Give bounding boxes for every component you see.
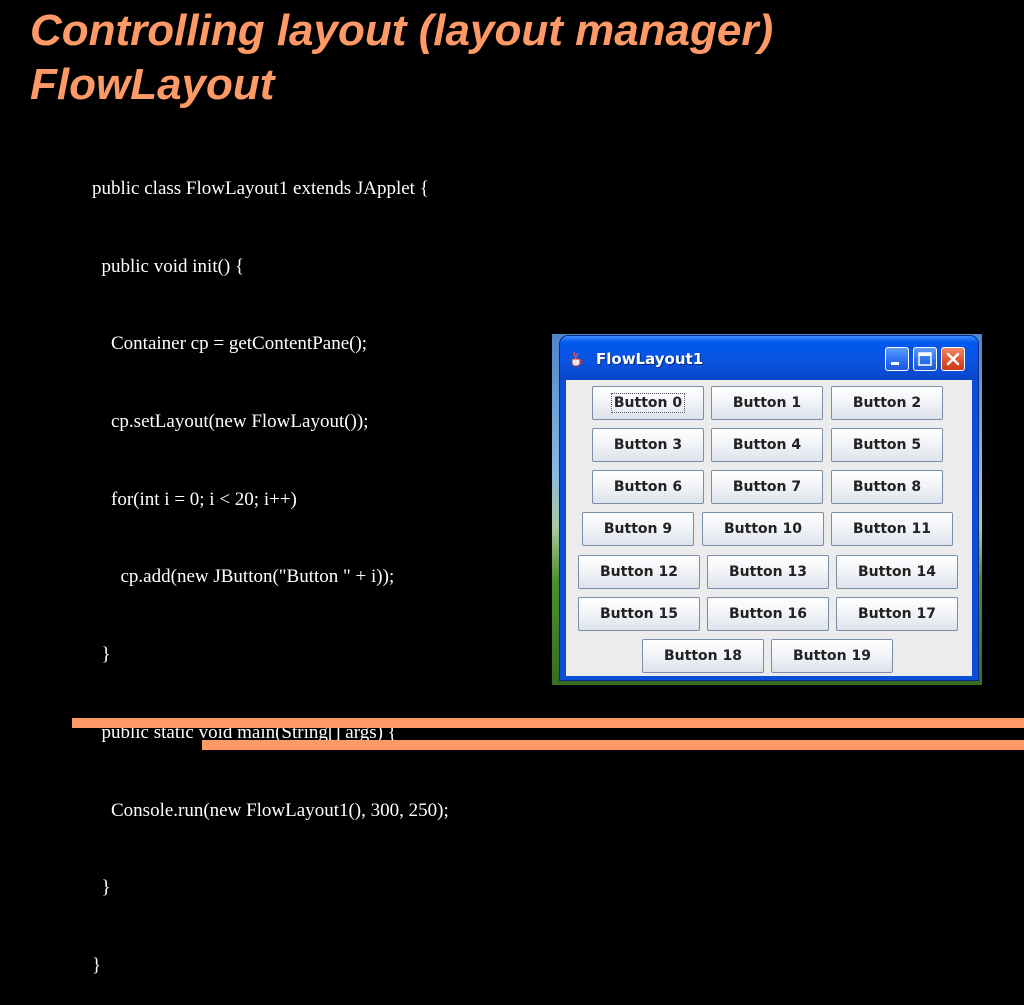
code-line: } [92,644,111,666]
title-bar[interactable]: FlowLayout1 [560,336,978,380]
maximize-button[interactable] [913,347,937,371]
code-line: public void init() { [92,255,245,277]
slide-title: Controlling layout (layout manager) Flow… [30,4,773,112]
button-18[interactable]: Button 18 [642,639,764,673]
button-4[interactable]: Button 4 [711,428,823,462]
code-line: public class FlowLayout1 extends JApplet… [92,177,429,199]
button-13-label: Button 13 [729,564,807,580]
button-6-label: Button 6 [613,479,683,495]
button-0-label: Button 0 [610,393,686,413]
app-window: FlowLayout1 Button 0 Button 1 [560,336,978,680]
button-16-label: Button 16 [729,606,807,622]
button-16[interactable]: Button 16 [707,597,829,631]
button-17[interactable]: Button 17 [836,597,958,631]
minimize-button[interactable] [885,347,909,371]
button-10[interactable]: Button 10 [702,512,824,546]
button-12[interactable]: Button 12 [578,555,700,589]
window-title: FlowLayout1 [596,350,704,368]
slide-title-line-1: Controlling layout (layout manager) [30,6,774,55]
button-9[interactable]: Button 9 [582,512,694,546]
button-0[interactable]: Button 0 [592,386,704,420]
content-pane: Button 0 Button 1 Button 2 Button 3 Butt… [566,380,972,676]
button-17-label: Button 17 [858,606,936,622]
button-1[interactable]: Button 1 [711,386,823,420]
button-6[interactable]: Button 6 [592,470,704,504]
button-8[interactable]: Button 8 [831,470,943,504]
close-button[interactable] [941,347,965,371]
code-line: cp.add(new JButton("Button " + i)); [92,566,395,588]
button-7[interactable]: Button 7 [711,470,823,504]
code-line: } [92,955,102,976]
button-14-label: Button 14 [858,564,936,580]
app-screenshot: FlowLayout1 Button 0 Button 1 [552,334,982,685]
slide-title-line-2: FlowLayout [30,60,275,109]
button-19-label: Button 19 [793,648,871,664]
button-19[interactable]: Button 19 [771,639,893,673]
accent-line [202,740,1024,750]
button-2[interactable]: Button 2 [831,386,943,420]
button-3[interactable]: Button 3 [592,428,704,462]
button-8-label: Button 8 [852,479,922,495]
button-2-label: Button 2 [852,395,922,411]
button-15-label: Button 15 [600,606,678,622]
code-block: public class FlowLayout1 extends JApplet… [92,124,449,1005]
code-line: for(int i = 0; i < 20; i++) [92,488,297,510]
code-line: Container cp = getContentPane(); [92,333,368,355]
code-line: Console.run(new FlowLayout1(), 300, 250)… [92,799,449,821]
button-1-label: Button 1 [732,395,802,411]
accent-line [72,718,1024,728]
code-line: cp.setLayout(new FlowLayout()); [92,410,369,432]
button-10-label: Button 10 [724,521,802,537]
button-15[interactable]: Button 15 [578,597,700,631]
button-5-label: Button 5 [852,437,922,453]
button-13[interactable]: Button 13 [707,555,829,589]
minimize-icon [891,362,899,365]
button-9-label: Button 9 [603,521,673,537]
java-cup-icon [568,350,586,368]
button-3-label: Button 3 [613,437,683,453]
maximize-icon [918,352,932,366]
button-7-label: Button 7 [732,479,802,495]
button-11-label: Button 11 [853,521,931,537]
button-12-label: Button 12 [600,564,678,580]
button-4-label: Button 4 [732,437,802,453]
button-5[interactable]: Button 5 [831,428,943,462]
code-line: } [92,877,111,899]
button-14[interactable]: Button 14 [836,555,958,589]
button-18-label: Button 18 [664,648,742,664]
close-icon [946,352,960,366]
button-11[interactable]: Button 11 [831,512,953,546]
